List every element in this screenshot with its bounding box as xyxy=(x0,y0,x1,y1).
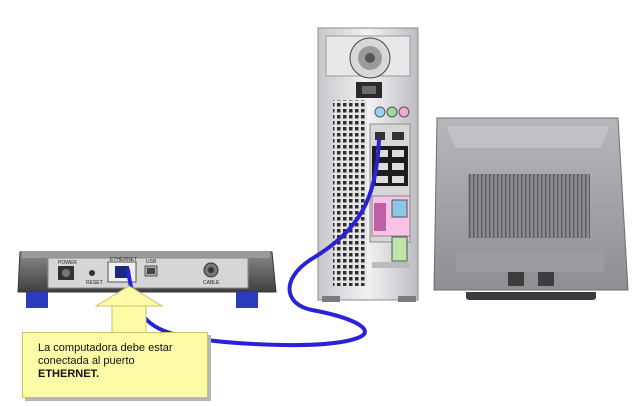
callout-box: La computadora debe estar conectada al p… xyxy=(22,332,208,398)
port-label-power: POWER xyxy=(58,260,77,266)
callout-line-1: La computadora debe estar xyxy=(38,342,173,354)
callout-line-3: ETHERNET. xyxy=(38,368,100,380)
port-label-cable: CABLE xyxy=(203,280,220,286)
computer-tower xyxy=(317,27,419,302)
port-label-reset: RESET xyxy=(86,280,103,286)
port-label-usb: USB xyxy=(146,259,157,265)
port-label-ethernet: ETHERNET xyxy=(110,257,137,263)
monitor xyxy=(433,117,629,300)
callout-line-2: conectada al puerto xyxy=(38,355,135,367)
arrow-icon xyxy=(94,285,164,337)
